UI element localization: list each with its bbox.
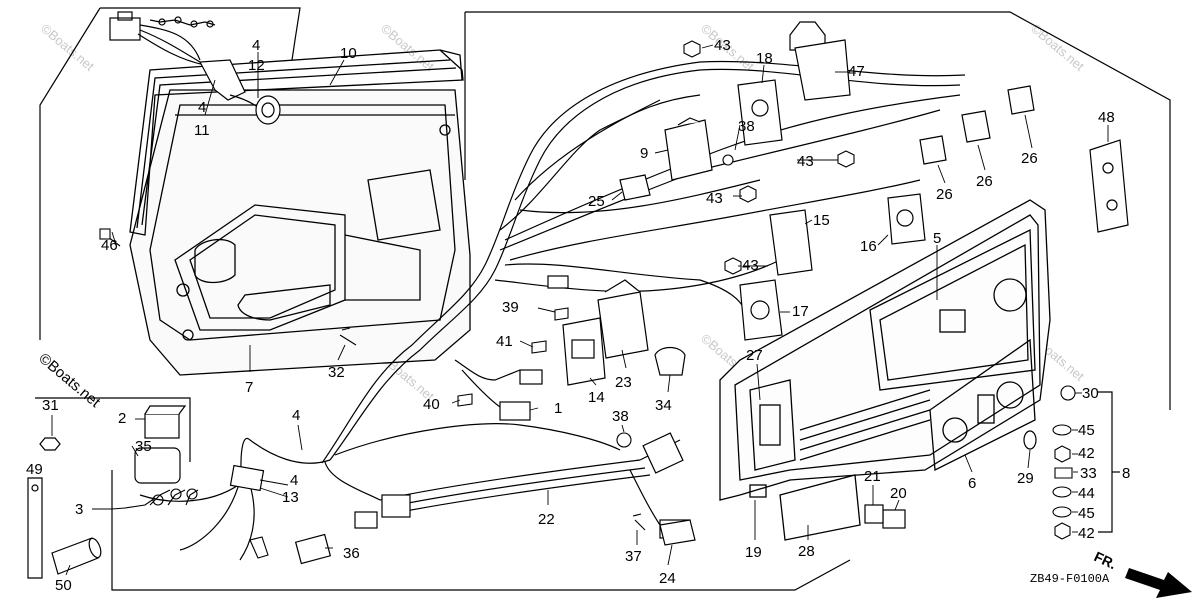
callout: 44 <box>1078 485 1095 502</box>
callout: 7 <box>245 379 253 396</box>
callout: 26 <box>936 186 953 203</box>
callout: 4 <box>252 37 260 54</box>
callout: 31 <box>42 397 59 414</box>
callout: 1 <box>554 400 562 417</box>
callout: 28 <box>798 543 815 560</box>
callout: 5 <box>933 230 941 247</box>
callout: 47 <box>848 63 865 80</box>
diagram-code: ZB49-F0100A <box>1030 572 1110 586</box>
callout: 45 <box>1078 422 1095 439</box>
callout: 17 <box>792 303 809 320</box>
callout: 42 <box>1078 525 1095 542</box>
callout: 43 <box>714 37 731 54</box>
callout: 26 <box>976 173 993 190</box>
callout: 27 <box>746 347 763 364</box>
callout: 15 <box>813 212 830 229</box>
components <box>562 21 1129 546</box>
callout: 24 <box>659 570 676 587</box>
callout: 34 <box>655 397 672 414</box>
callout: 48 <box>1098 109 1115 126</box>
callout: 29 <box>1017 470 1034 487</box>
callout: 9 <box>640 145 648 162</box>
callout: 30 <box>1082 385 1099 402</box>
callout-labels: 1 2 3 4 4 4 4 5 6 7 8 9 10 11 12 13 14 1… <box>26 37 1130 594</box>
callout: 10 <box>340 45 357 62</box>
callout: 36 <box>343 545 360 562</box>
callout: 35 <box>135 438 152 455</box>
callout: 18 <box>756 50 773 67</box>
callout: 16 <box>860 238 877 255</box>
hardware <box>99 40 1076 540</box>
callout: 6 <box>968 475 976 492</box>
callout: 21 <box>864 468 881 485</box>
gasket <box>129 49 464 236</box>
callout: 40 <box>423 396 440 413</box>
callout: 4 <box>290 472 298 489</box>
callout: 8 <box>1122 465 1130 482</box>
callout: 46 <box>101 237 118 254</box>
watermark: ©Boats.net <box>38 21 97 74</box>
callout: 37 <box>625 548 642 565</box>
wire-harness <box>139 60 966 561</box>
harness-top <box>109 11 281 125</box>
callout: 41 <box>496 333 513 350</box>
callout: 50 <box>55 577 72 594</box>
callout: 20 <box>890 485 907 502</box>
callout: 43 <box>797 153 814 170</box>
callout: 38 <box>612 408 629 425</box>
callout: 23 <box>615 374 632 391</box>
callout: 4 <box>198 99 206 116</box>
callout: 38 <box>738 118 755 135</box>
watermark: ©Boats.net <box>1028 21 1087 74</box>
callout: 42 <box>1078 445 1095 462</box>
callout: 33 <box>1080 465 1097 482</box>
callout: 4 <box>292 407 300 424</box>
watermark: ©Boats.net <box>378 21 437 74</box>
group-boundaries <box>35 7 1171 591</box>
terminal-leads <box>124 488 269 559</box>
direction-mark: FR. <box>1092 548 1119 572</box>
callout: 12 <box>248 57 265 74</box>
callout: 26 <box>1021 150 1038 167</box>
callout: 45 <box>1078 505 1095 522</box>
callout: 43 <box>742 257 759 274</box>
connectors <box>27 275 691 579</box>
callout: 39 <box>502 299 519 316</box>
leader-lines <box>51 44 1109 576</box>
callout: 49 <box>26 461 43 478</box>
callout: 25 <box>588 193 605 210</box>
callout: 43 <box>706 190 723 207</box>
control-box <box>129 89 471 376</box>
callout: 13 <box>282 489 299 506</box>
callout: 22 <box>538 511 555 528</box>
callout: 14 <box>588 389 605 406</box>
callout: 19 <box>745 544 762 561</box>
callout: 32 <box>328 364 345 381</box>
front-panel <box>719 199 1051 541</box>
callout: 3 <box>75 501 83 518</box>
callout: 2 <box>118 410 126 427</box>
callout: 11 <box>194 122 210 139</box>
group-bracket-8 <box>1098 391 1120 533</box>
